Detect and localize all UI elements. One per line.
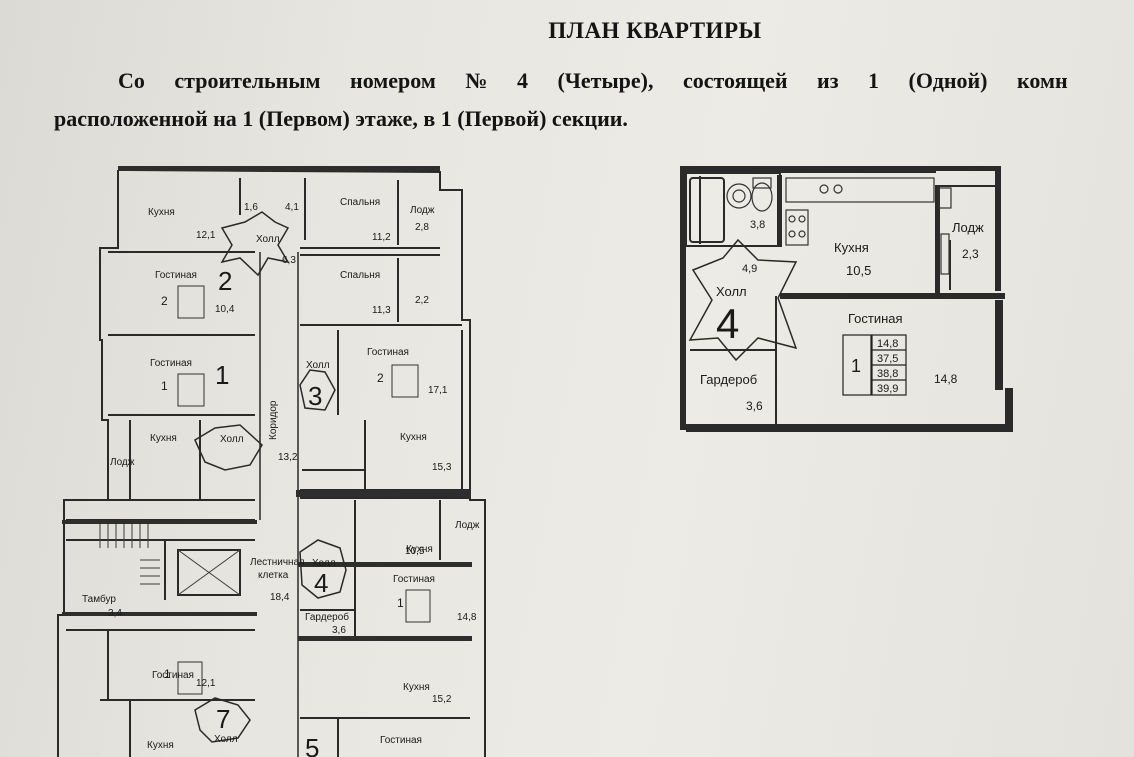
fp-label-hall-2: Холл — [256, 234, 280, 245]
document-title: ПЛАН КВАРТИРЫ — [548, 18, 762, 43]
svg-text:10,5: 10,5 — [405, 546, 425, 557]
svg-text:3,6: 3,6 — [332, 625, 346, 636]
fp-label-living-3: Гостиная — [367, 347, 409, 358]
ap-hall-area: 4,9 — [742, 263, 757, 275]
fp-label-living-4: Гостиная — [393, 574, 435, 585]
ap-apartment-number: 4 — [716, 300, 739, 347]
svg-text:12,1: 12,1 — [196, 230, 216, 241]
svg-text:15,2: 15,2 — [432, 694, 452, 705]
description-line-1: Со строительным номером № 4 (Четыре), со… — [118, 68, 1068, 93]
fp-apartment-3: 3 — [308, 381, 322, 411]
fp-label-loggia-4: Лодж — [455, 520, 480, 531]
fp-label-bedroom-2b: Спальня — [340, 270, 380, 281]
fp-label-hall-4: Холл — [312, 558, 336, 569]
ap-loggia-area: 2,3 — [962, 247, 979, 261]
svg-text:2,8: 2,8 — [415, 222, 429, 233]
fp-label-kitchen-5: Кухня — [403, 682, 430, 693]
ap-living-area: 14,8 — [934, 372, 958, 386]
fp-label-living-1: Гостиная — [150, 358, 192, 369]
fp-label-bedroom-2a: Спальня — [340, 197, 380, 208]
fp-label-kitchen-1: Кухня — [150, 433, 177, 444]
svg-text:10,4: 10,4 — [215, 304, 235, 315]
fp-label-corridor: Коридор — [268, 400, 279, 440]
ap-wardrobe-name: Гардероб — [700, 372, 757, 387]
fp-label-stair: Лестничная — [250, 557, 305, 568]
fp-label-hall-7: Холл — [214, 734, 238, 745]
fp-label-wardrobe-4: Гардероб — [305, 611, 349, 623]
fp-apartment-7: 7 — [216, 704, 230, 734]
fp-label-loggia-1: Лодж — [110, 457, 135, 468]
svg-text:18,4: 18,4 — [270, 592, 290, 603]
ap-bath-area: 3,8 — [750, 219, 765, 231]
fp-label-hall-1: Холл — [220, 434, 244, 445]
fp-label-hall-3: Холл — [306, 360, 330, 371]
fp-label-kitchen-4: Кухня — [406, 544, 433, 555]
svg-text:11,3: 11,3 — [372, 305, 391, 316]
fp-apartment-5: 5 — [305, 733, 319, 757]
fp-label-loggia-2: Лодж — [410, 205, 435, 216]
description-line-2: расположенной на 1 (Первом) этаже, в 1 (… — [54, 106, 628, 131]
svg-text:2,2: 2,2 — [415, 295, 429, 306]
fp-label-living-2: Гостиная — [155, 270, 197, 281]
fp-label-living-7: Гостиная — [152, 670, 194, 681]
ap-rooms-badge: 1 — [851, 356, 861, 376]
ap-kitchen-area: 10,5 — [846, 263, 871, 278]
fp-label-stair-2: клетка — [258, 570, 289, 581]
ap-living-name: Гостиная — [848, 311, 903, 326]
svg-text:1: 1 — [397, 596, 404, 610]
fp-apartment-4: 4 — [314, 568, 328, 598]
svg-text:15,3: 15,3 — [432, 462, 452, 473]
svg-text:14,8: 14,8 — [457, 612, 477, 623]
ap-hall-name: Холл — [716, 284, 747, 299]
ap-area-living: 14,8 — [877, 338, 898, 350]
fp-label-kitchen-2: Кухня — [148, 207, 175, 218]
ap-area-with-loggia: 38,8 — [877, 368, 898, 380]
svg-text:1,6: 1,6 — [244, 202, 258, 213]
fp-apartment-2: 2 — [218, 266, 232, 296]
ap-loggia-name: Лодж — [952, 220, 984, 235]
svg-text:11,2: 11,2 — [372, 232, 391, 243]
fp-label-kitchen-7: Кухня — [147, 740, 174, 751]
svg-text:17,1: 17,1 — [428, 385, 448, 396]
ap-wardrobe-area: 3,6 — [746, 399, 763, 413]
svg-text:3,4: 3,4 — [108, 608, 122, 619]
fp-label-kitchen-3: Кухня — [400, 432, 427, 443]
svg-text:1: 1 — [161, 379, 168, 393]
svg-text:1: 1 — [164, 667, 171, 681]
ap-area-full: 39,9 — [877, 383, 898, 395]
svg-text:6,3: 6,3 — [282, 255, 296, 266]
svg-text:4,1: 4,1 — [285, 202, 299, 213]
svg-text:2: 2 — [377, 371, 384, 385]
fp-apartment-1: 1 — [215, 360, 229, 390]
svg-text:12,1: 12,1 — [196, 678, 216, 689]
fp-label-tambour: Тамбур — [82, 593, 116, 605]
fp-label-living-5: Гостиная — [380, 735, 422, 746]
svg-text:2: 2 — [161, 294, 168, 308]
svg-text:13,2: 13,2 — [278, 452, 298, 463]
ap-kitchen-name: Кухня — [834, 240, 869, 255]
ap-area-total: 37,5 — [877, 353, 898, 365]
